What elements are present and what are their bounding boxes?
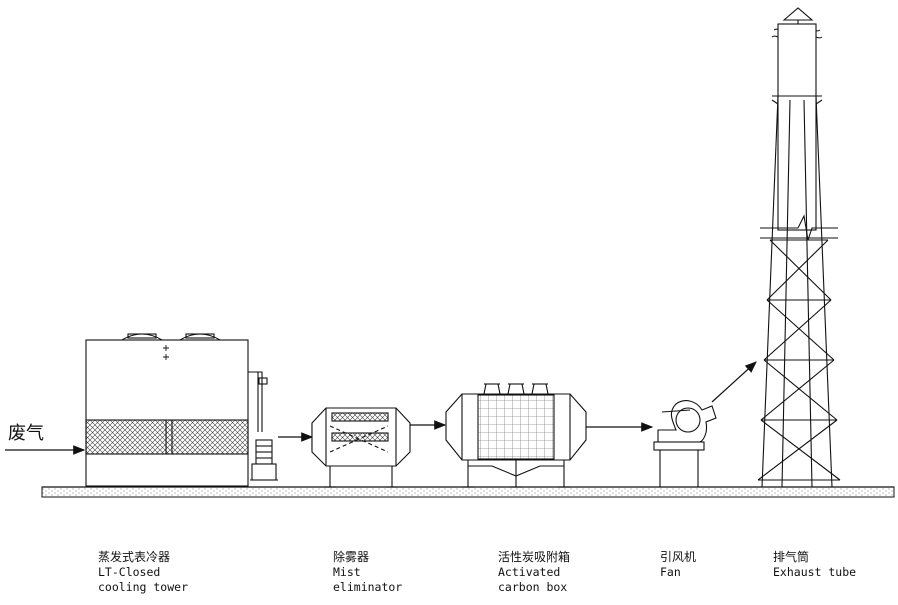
label-exhaust-tube-cn: 排气筒 [773,550,810,564]
label-exhaust-tube-en-1: Exhaust tube [773,565,857,579]
exhaust-tube-drawing [750,7,848,488]
label-mist-eliminator-en-2: eliminator [333,580,403,594]
label-cooling-tower-en-1: LT-Closed [98,565,161,579]
ground-slab [41,486,895,498]
fan-drawing [653,400,717,488]
label-carbon-box-en-1: Activated [498,565,561,579]
label-carbon-box-cn: 活性炭吸附箱 [498,550,571,564]
mist-eliminator-drawing [311,407,411,488]
cooling-tower-drawing [85,333,278,487]
label-cooling-tower-cn: 蒸发式表冷器 [98,550,171,564]
label-carbon-box: 活性炭吸附箱 Activated carbon box [498,550,570,595]
label-mist-eliminator-cn: 除雾器 [333,550,370,564]
label-mist-eliminator-en-1: Mist [333,565,361,579]
inlet-label: 废气 [8,423,44,444]
flow-arrow-4 [711,361,757,403]
label-exhaust-tube: 排气筒 Exhaust tube [773,550,856,580]
label-fan-cn: 引风机 [660,550,697,564]
label-fan: 引风机 Fan [660,550,696,580]
label-mist-eliminator: 除雾器 Mist eliminator [333,550,402,595]
label-cooling-tower-en-2: cooling tower [98,580,189,594]
carbon-box-drawing [445,383,587,488]
label-cooling-tower: 蒸发式表冷器 LT-Closed cooling tower [98,550,188,595]
label-carbon-box-en-2: carbon box [498,580,568,594]
label-fan-en-1: Fan [660,565,681,579]
